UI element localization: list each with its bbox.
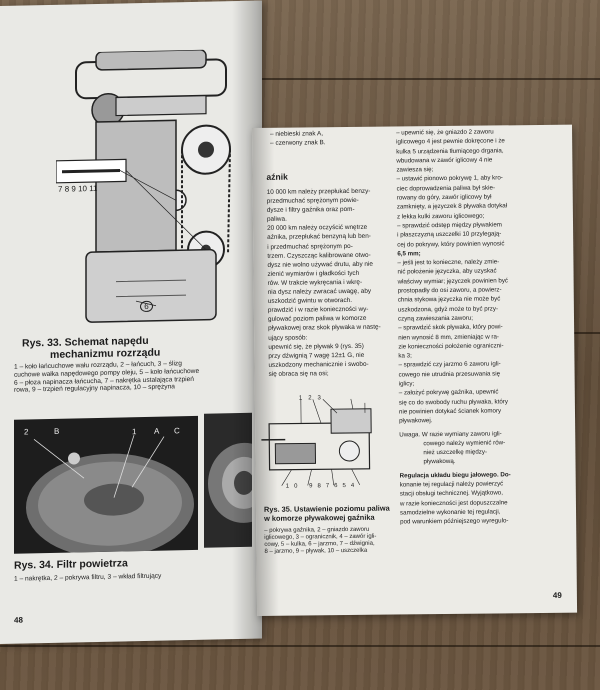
- callout: 11: [89, 183, 98, 194]
- page-number-48: 48: [14, 615, 23, 625]
- fig35-title: Rys. 35. Ustawienie poziomu paliwa w kom…: [263, 503, 390, 523]
- fig34-label-1: 1: [132, 427, 137, 437]
- adjustment-steps-text: – upewnić się, że gniazdo 2 zaworu iglic…: [396, 128, 511, 526]
- carburetor-text: 10 000 km należy przepłukać benzy- przed…: [266, 187, 381, 378]
- fig34-label-b: B: [54, 426, 60, 436]
- fig35-top-labels: 123: [298, 395, 327, 402]
- fig35-bottom-labels: 10 987654: [285, 482, 360, 490]
- filter-element-photo: [204, 412, 252, 548]
- fig34-label-c: C: [174, 426, 180, 436]
- page-number-49: 49: [552, 590, 562, 600]
- fig34-caption: 1 – nakrętka, 2 – pokrywa filtru, 3 – wk…: [14, 572, 162, 583]
- fig34-label-a: A: [154, 426, 160, 436]
- fig33-caption: 1 – koło łańcuchowe wału rozrządu, 2 – ł…: [14, 360, 200, 395]
- air-filter-photo: 2 B 1 A C: [14, 415, 198, 554]
- fig34-title: Rys. 34. Filtr powietrza: [14, 557, 128, 572]
- plank-seam: [0, 645, 600, 647]
- right-page: – niebieski znak A, – czerwony znak B. a…: [252, 124, 578, 616]
- plank-seam: [0, 78, 600, 80]
- callout: 8: [64, 184, 70, 194]
- float-level-diagram: [261, 398, 372, 486]
- fig33-title: Rys. 33. Schemat napędu mechanizmu rozrz…: [22, 334, 161, 362]
- fig34-label-2: 2: [24, 427, 29, 437]
- legend-lines: – niebieski znak A, – czerwony znak B.: [270, 130, 326, 147]
- callout: 10: [78, 184, 87, 194]
- fig35-caption: – pokrywa gaźnika, 2 – gniazdo zaworu ig…: [264, 526, 377, 556]
- left-page: 7 8 9 10 11 6 Rys. 33. Schemat napędu me…: [0, 0, 262, 644]
- callout: 9: [71, 184, 76, 194]
- section-heading: aźnik: [266, 171, 288, 182]
- callout: 7: [58, 184, 63, 194]
- fig33-callouts: 7 8 9 10 11: [58, 184, 98, 194]
- timing-drive-diagram: [56, 49, 231, 323]
